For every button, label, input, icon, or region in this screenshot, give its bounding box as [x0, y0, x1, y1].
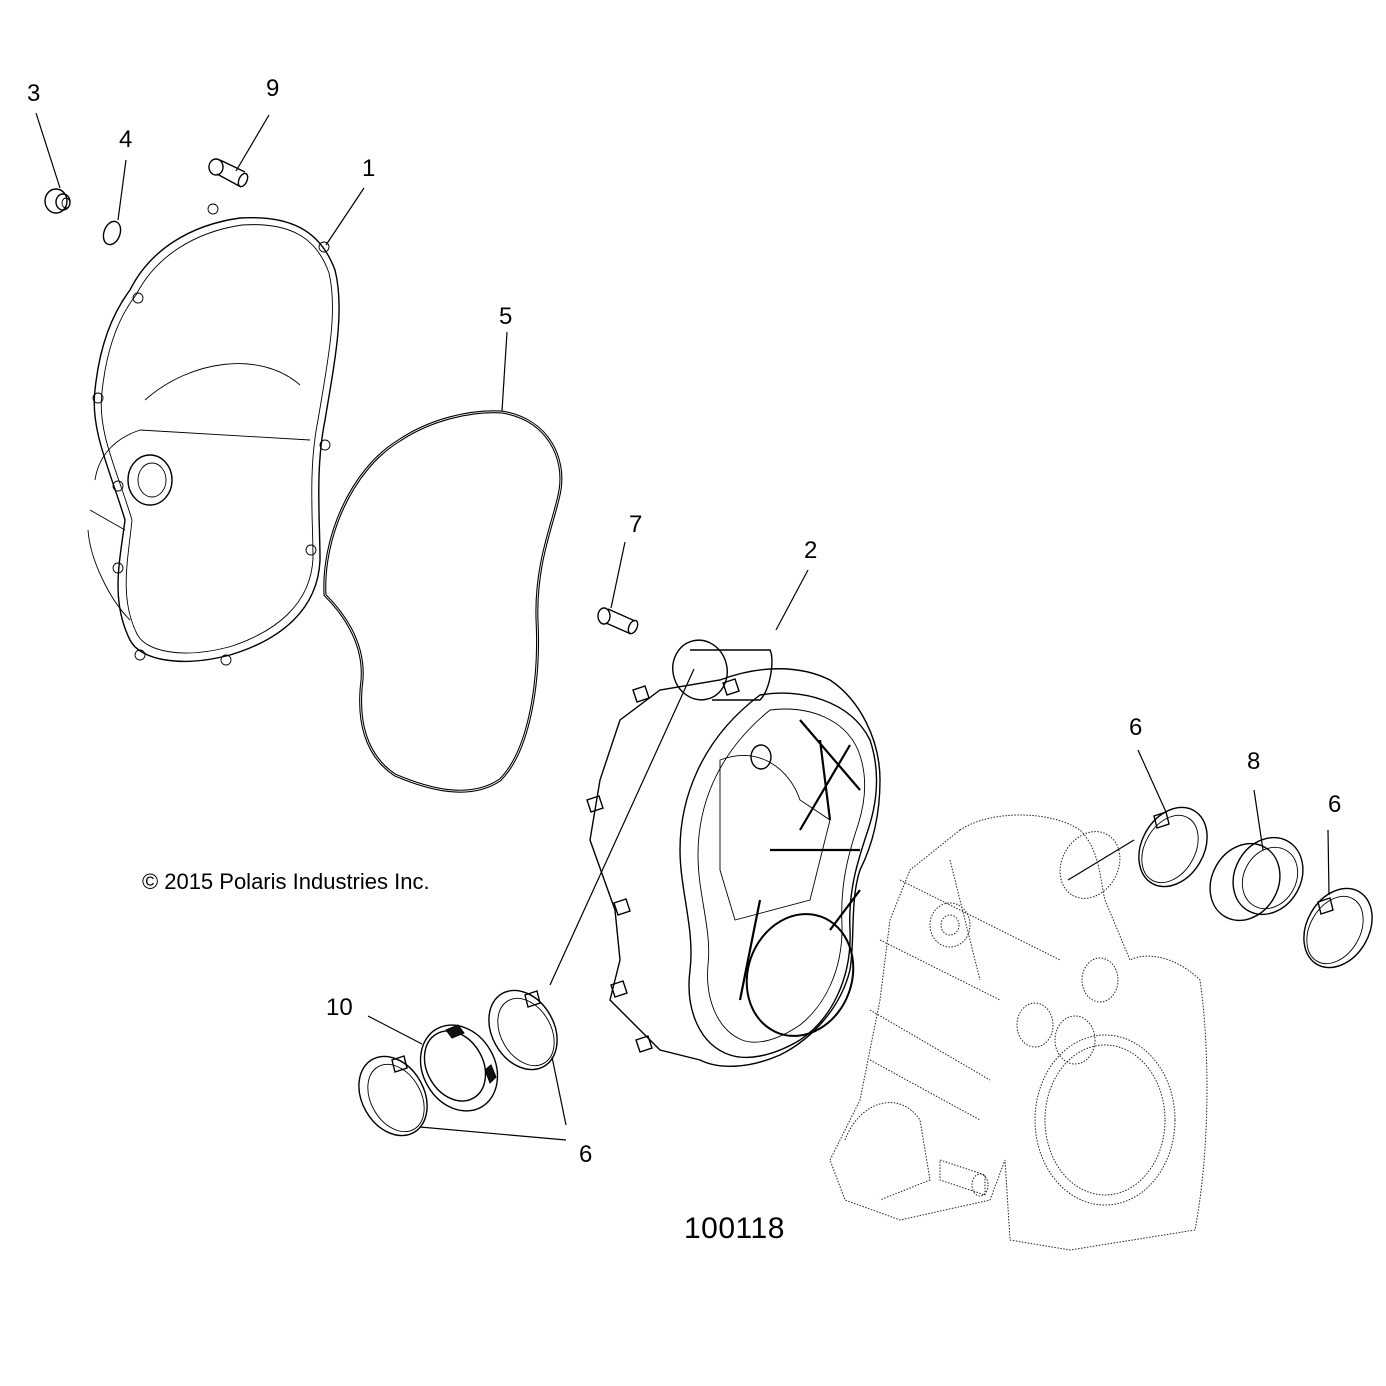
callout-8: 8: [1247, 748, 1261, 775]
copyright-symbol: ©: [142, 869, 159, 894]
inner-clutch-cover-part-2: [549, 569, 881, 1068]
callout-2: 2: [804, 537, 818, 564]
drain-plug-part-3: [35, 112, 71, 214]
figure-number: 100118: [684, 1212, 785, 1245]
callout-4: 4: [119, 126, 133, 153]
callout-6-left: 6: [579, 1141, 593, 1168]
adapter-ring-part-10: [367, 1015, 499, 1112]
callout-7: 7: [629, 511, 643, 538]
callout-9: 9: [266, 75, 280, 102]
outer-clutch-cover-part-1: [87, 187, 365, 666]
callout-1: 1: [362, 155, 376, 182]
copyright-notice: ©2015 Polaris Industries Inc.: [142, 869, 430, 895]
callout-10: 10: [326, 994, 353, 1021]
clamp-part-6-left-lower: [358, 1055, 567, 1141]
cover-seal-part-5: [323, 331, 563, 793]
clamp-part-6-right-inner: [1067, 749, 1208, 888]
callout-5: 5: [499, 303, 513, 330]
callout-3: 3: [27, 80, 41, 107]
bolt-part-9: [208, 114, 270, 188]
clamp-part-6-right-outer: [1303, 829, 1373, 969]
o-ring-part-4: [102, 159, 127, 246]
callout-6-right-outer: 6: [1328, 791, 1342, 818]
duct-coupler-part-8: [1209, 789, 1304, 922]
copyright-text: 2015 Polaris Industries Inc.: [164, 869, 430, 894]
bolt-part-7: [597, 541, 639, 635]
engine-case-assembly: [829, 814, 1208, 1251]
clamp-part-6-left-upper: [488, 989, 567, 1126]
callout-6-right-inner: 6: [1129, 714, 1143, 741]
